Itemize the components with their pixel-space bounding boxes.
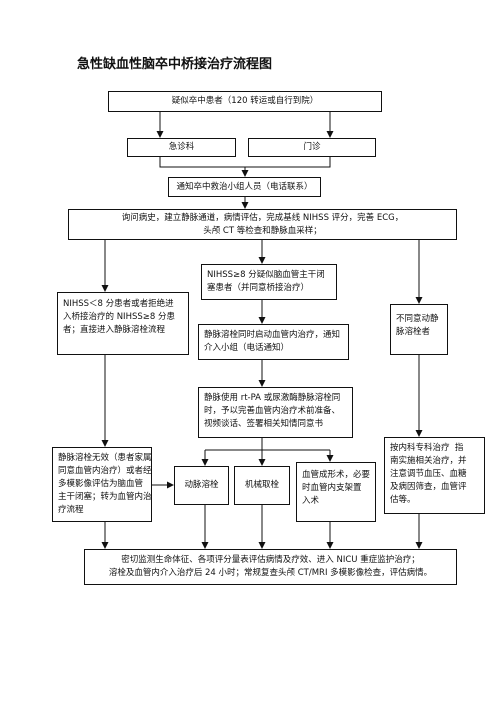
node-nihss-low-line: 入桥接治疗的 NIHSS≥8 分患 <box>63 312 175 322</box>
node-rtpa-line: 时，予以完善血管内治疗术前准备、 <box>204 406 341 416</box>
node-not-agree-line: 不同意动静 <box>396 314 439 324</box>
node-nihss-high-line: 塞患者（并同意桥接治疗） <box>207 283 310 293</box>
node-rtpa-line: 视频谈话、签署相关知情同意书 <box>204 419 324 429</box>
node-thrombolysis-failed-line: 静脉溶栓无效（患者家属 <box>58 453 152 463</box>
node-angioplasty-line: 入术 <box>302 496 320 506</box>
node-thrombolysis-failed-line: 疗流程 <box>58 505 84 515</box>
node-monitoring-line: 密切监测生命体征、各项评分量表评估病情及疗效、进入 NICU 重症监护治疗； <box>121 555 420 565</box>
node-start-intervention-line: 静脉溶栓同时启动血管内治疗，通知 <box>204 330 341 340</box>
node-suspected-patient: 疑似卒中患者（120 转运或自行到院） <box>108 91 382 112</box>
node-thrombolysis-failed-line: 多模影像评估为脑血管 <box>58 479 144 489</box>
node-not-agree-line: 脉溶栓者 <box>396 327 431 337</box>
node-assessment-line: 头颅 CT 等检查和静脉血采样； <box>203 225 322 236</box>
node-rtpa-line: 静脉使用 rt-PA 或尿激酶静脉溶栓同 <box>204 393 341 403</box>
node-notify-text: 通知卒中救治小组人员（电话联系） <box>176 181 313 192</box>
node-arterial-text: 动脉溶栓 <box>184 480 219 490</box>
node-neurology-treatment-line: 及病因筛查，血管评 <box>390 482 467 492</box>
node-mechanical-thrombectomy: 机械取栓 <box>234 466 290 505</box>
node-neurology-treatment-line: 按内科专科治疗 指 <box>390 443 464 453</box>
node-neurology-treatment-line: 估等。 <box>390 495 416 505</box>
node-nihss-high: NIHSS≥8 分疑似脑血管主干闭 塞患者（并同意桥接治疗） <box>201 264 337 300</box>
node-nihss-high-line: NIHSS≥8 分疑似脑血管主干闭 <box>207 270 325 280</box>
node-neurology-treatment-line: 注意调节血压、血糖 <box>390 469 467 479</box>
node-suspected-text: 疑似卒中患者（120 转运或自行到院） <box>171 96 319 106</box>
node-outpatient-text: 门诊 <box>303 142 321 152</box>
node-neurology-treatment: 按内科专科治疗 指 南实施相关治疗，并 注意调节血压、血糖 及病因筛查，血管评 … <box>384 437 485 514</box>
node-angioplasty: 血管成形术，必要 时血管内支架置 入术 <box>296 462 376 522</box>
node-rtpa: 静脉使用 rt-PA 或尿激酶静脉溶栓同 时，予以完善血管内治疗术前准备、 视频… <box>198 387 353 438</box>
page-title: 急性缺血性脑卒中桥接治疗流程图 <box>77 57 273 72</box>
node-notify-team: 通知卒中救治小组人员（电话联系） <box>168 177 321 197</box>
node-nihss-low-line: 者；直接进入静脉溶栓流程 <box>63 325 166 335</box>
node-monitoring-line: 溶栓及血管内介入治疗后 24 小时；常规复查头颅 CT/MRI 多模影像检查，评… <box>108 568 433 578</box>
node-start-intervention-line: 介入小组（电话通知） <box>204 343 290 353</box>
node-arterial-thrombolysis: 动脉溶栓 <box>174 466 229 505</box>
node-emergency: 急诊科 <box>127 138 236 157</box>
node-monitoring: 密切监测生命体征、各项评分量表评估病情及疗效、进入 NICU 重症监护治疗； 溶… <box>84 549 457 585</box>
node-angioplasty-line: 时血管内支架置 <box>302 483 362 493</box>
node-assessment-line: 询问病史，建立静脉通道，病情评估，完成基线 NIHSS 评分，完善 ECG， <box>121 212 404 223</box>
node-start-intervention: 静脉溶栓同时启动血管内治疗，通知 介入小组（电话通知） <box>198 324 349 360</box>
node-nihss-low: NIHSS＜8 分患者或者拒绝进 入桥接治疗的 NIHSS≥8 分患 者；直接进… <box>57 292 189 355</box>
node-thrombolysis-failed: 静脉溶栓无效（患者家属 同意血管内治疗）或者经 多模影像评估为脑血管 主干闭塞；… <box>52 447 152 522</box>
node-mechanical-text: 机械取栓 <box>244 480 279 490</box>
node-assessment: 询问病史，建立静脉通道，病情评估，完成基线 NIHSS 评分，完善 ECG， 头… <box>68 209 457 240</box>
node-thrombolysis-failed-line: 主干闭塞；转为血管内治 <box>58 492 152 502</box>
node-neurology-treatment-line: 南实施相关治疗，并 <box>390 456 467 466</box>
node-not-agree: 不同意动静 脉溶栓者 <box>390 304 448 355</box>
node-outpatient: 门诊 <box>248 138 376 157</box>
node-thrombolysis-failed-line: 同意血管内治疗）或者经 <box>58 466 152 476</box>
node-emergency-text: 急诊科 <box>168 142 195 152</box>
node-nihss-low-line: NIHSS＜8 分患者或者拒绝进 <box>63 299 174 309</box>
node-angioplasty-line: 血管成形术，必要 <box>302 470 371 480</box>
